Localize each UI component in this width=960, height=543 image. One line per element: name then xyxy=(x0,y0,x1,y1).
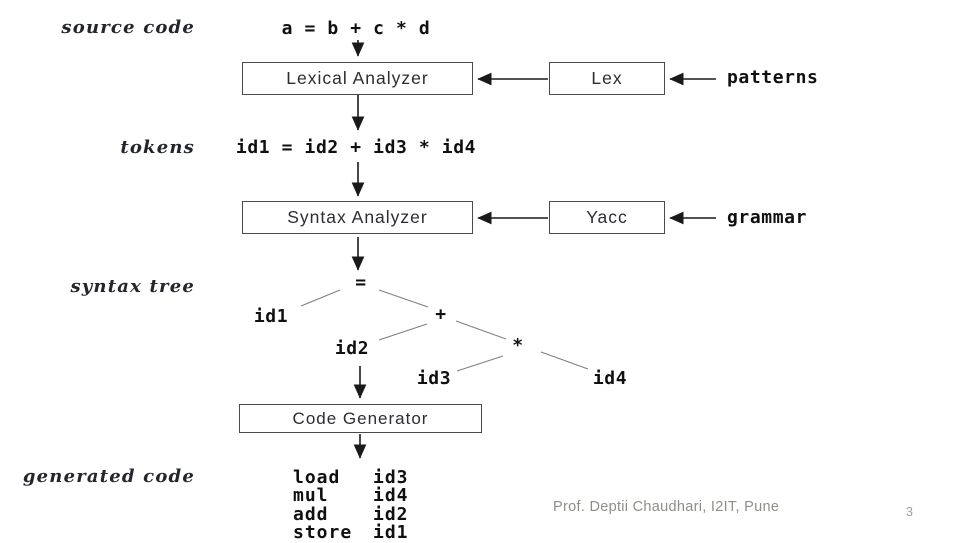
stage-label-tokens: tokens xyxy=(120,137,195,158)
code-generator-label: Code Generator xyxy=(292,408,429,428)
stage-label-generated-code: generated code xyxy=(22,466,195,487)
code-op: load xyxy=(293,467,341,488)
stage-label-syntax-tree: syntax tree xyxy=(70,276,195,297)
code-op: mul xyxy=(293,485,329,507)
code-op: add xyxy=(293,503,329,525)
lexical-analyzer-label: Lexical Analyzer xyxy=(286,68,429,88)
footer-credit: Prof. Deptii Chaudhari, I2IT, Pune xyxy=(553,499,780,515)
yacc-label: Yacc xyxy=(586,207,628,227)
tree-node-id2: id2 xyxy=(334,338,370,359)
tree-edge-times-id3 xyxy=(456,355,504,372)
tree-node-plus: + xyxy=(435,304,447,325)
lex-label: Lex xyxy=(591,68,623,88)
tree-edge-times-id4 xyxy=(540,351,589,370)
syntax-analyzer-box: Syntax Analyzer xyxy=(242,201,473,234)
page-number: 3 xyxy=(906,505,913,519)
tree-edge-assign-plus xyxy=(378,289,429,308)
tree-node-id3: id3 xyxy=(416,368,452,389)
code-arg: id2 xyxy=(373,503,409,525)
yacc-box: Yacc xyxy=(549,201,665,234)
tree-node-id4: id4 xyxy=(592,368,628,389)
patterns-label: patterns xyxy=(727,67,819,88)
tree-edge-plus-id2 xyxy=(378,323,428,341)
code-op: store xyxy=(293,522,353,543)
code-row: store id1 xyxy=(293,522,409,543)
tree-edge-plus-times xyxy=(455,320,507,340)
code-row: load id3 xyxy=(293,467,409,488)
code-arg: id1 xyxy=(373,522,409,543)
code-row: mul id4 xyxy=(293,485,409,507)
generated-code-block: load id3 mul id4 add id2 store id1 xyxy=(293,467,409,543)
code-generator-box: Code Generator xyxy=(239,404,482,433)
stage-label-source-code: source code xyxy=(61,17,195,38)
tree-node-times: * xyxy=(512,335,524,356)
syntax-analyzer-label: Syntax Analyzer xyxy=(287,207,428,227)
code-row: add id2 xyxy=(293,503,409,525)
lexical-analyzer-box: Lexical Analyzer xyxy=(242,62,473,95)
lex-box: Lex xyxy=(549,62,665,95)
tree-node-id1: id1 xyxy=(253,306,289,327)
code-arg: id3 xyxy=(373,467,409,488)
tree-node-assign: = xyxy=(355,272,367,293)
token-stream: id1 = id2 + id3 * id4 xyxy=(235,137,477,158)
tree-edge-assign-id1 xyxy=(300,289,341,307)
code-arg: id4 xyxy=(373,485,409,507)
grammar-label: grammar xyxy=(727,207,808,228)
source-expression: a = b + c * d xyxy=(281,18,431,39)
